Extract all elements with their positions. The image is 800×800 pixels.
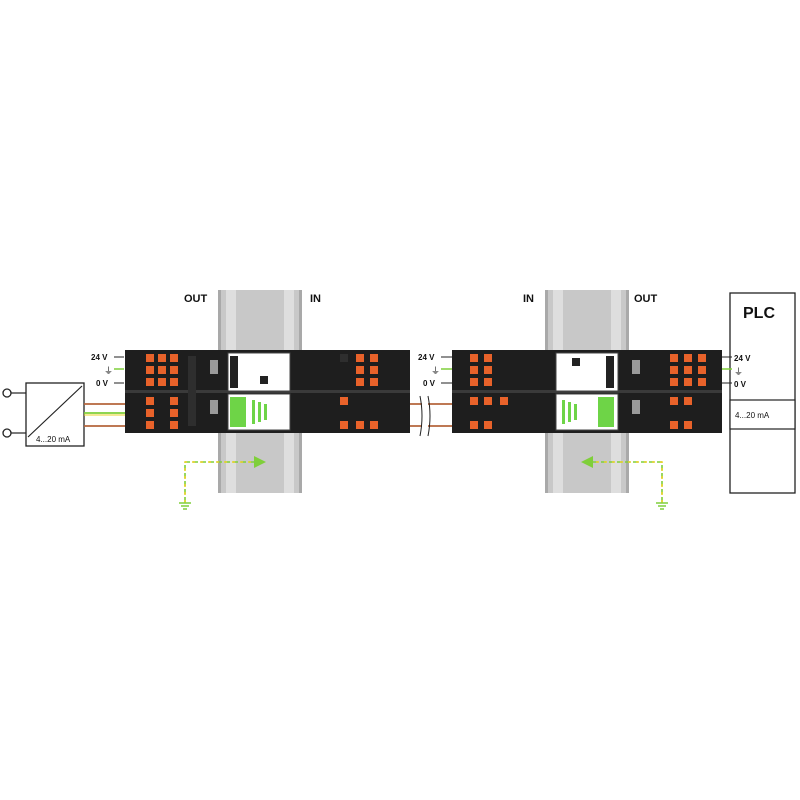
left-supply-0v: 0 V bbox=[96, 379, 109, 388]
right-earth-connection bbox=[581, 456, 668, 510]
right-in-label: IN bbox=[523, 293, 534, 305]
plc-0v: 0 V bbox=[734, 380, 747, 389]
right-supply-0v: 0 V bbox=[423, 379, 436, 388]
left-out-terminals bbox=[146, 354, 178, 429]
right-supply-ground: ⏚ bbox=[431, 366, 440, 376]
left-supply-24v: 24 V bbox=[91, 353, 108, 362]
left-in-terminals bbox=[340, 354, 378, 429]
plc-24v: 24 V bbox=[734, 354, 751, 363]
plc-signal-label: 4...20 mA bbox=[735, 411, 770, 420]
right-protection-module bbox=[452, 350, 722, 433]
transmitter-wires bbox=[84, 403, 125, 427]
right-protector-plug-bottom bbox=[555, 393, 619, 431]
left-earth-connection bbox=[179, 456, 266, 510]
right-out-terminals bbox=[670, 354, 706, 429]
right-in-terminals bbox=[470, 354, 508, 429]
right-protector-plug-top bbox=[555, 352, 619, 392]
left-in-label: IN bbox=[310, 293, 321, 305]
field-cable bbox=[410, 395, 452, 437]
transmitter: 4...20 mA bbox=[2, 382, 85, 447]
left-protector-plug-bottom bbox=[227, 393, 291, 431]
plc: PLC 4...20 mA 24 V ⏚ 0 V bbox=[729, 292, 796, 494]
left-out-label: OUT bbox=[184, 293, 208, 305]
transmitter-terminal-bottom bbox=[2, 428, 12, 438]
right-supply-24v: 24 V bbox=[418, 353, 435, 362]
left-supply-ground: ⏚ bbox=[104, 366, 113, 376]
left-protector-plug-top bbox=[227, 352, 291, 392]
right-out-label: OUT bbox=[634, 293, 658, 305]
plc-ground: ⏚ bbox=[734, 367, 743, 377]
plc-analog-input bbox=[729, 399, 796, 430]
plc-title: PLC bbox=[743, 305, 775, 322]
transmitter-label: 4...20 mA bbox=[36, 435, 71, 444]
transmitter-terminal-top bbox=[2, 388, 12, 398]
left-protection-module bbox=[125, 350, 410, 433]
